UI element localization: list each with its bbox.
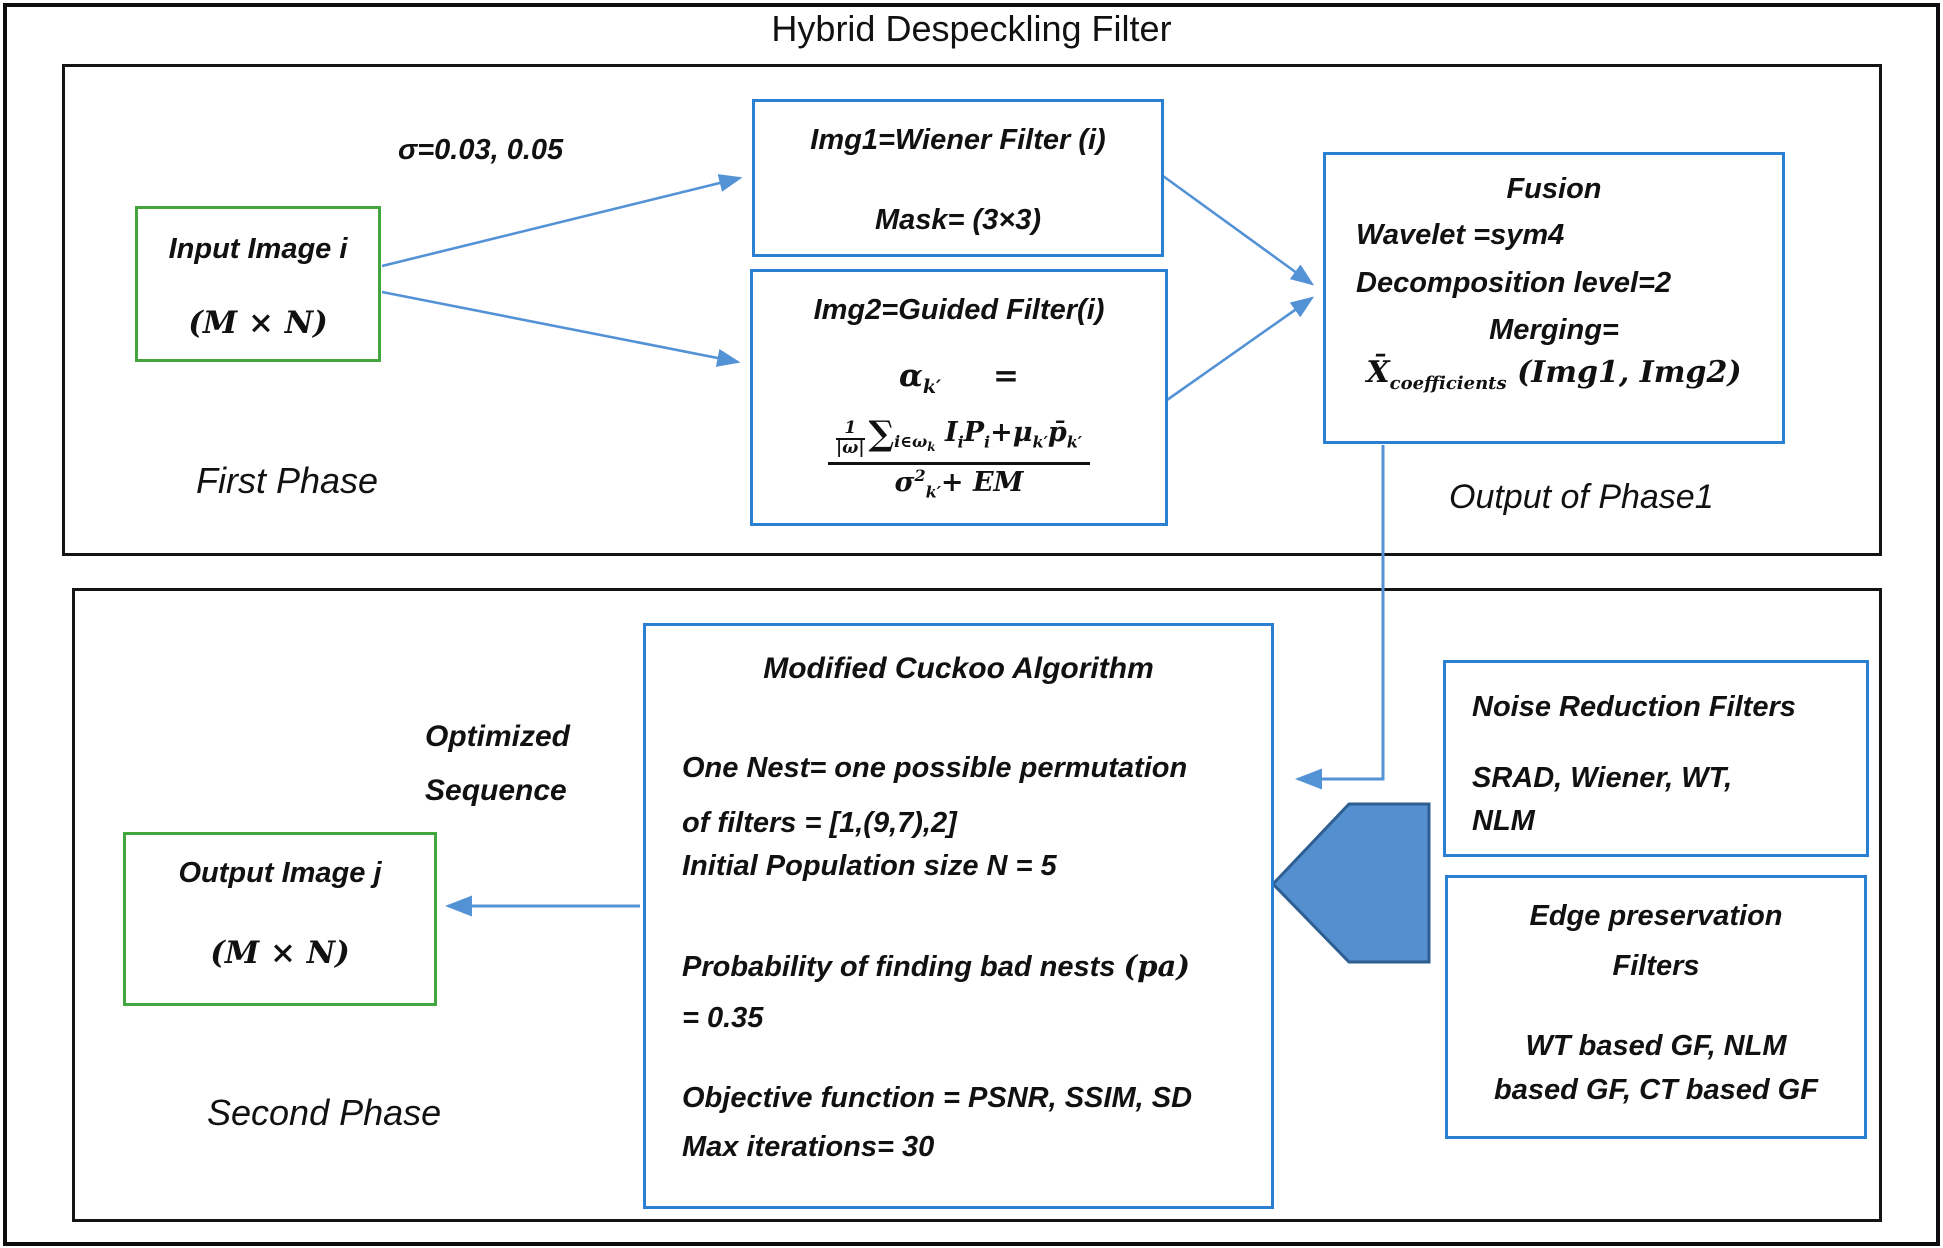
noise-title: Noise Reduction Filters [1472,691,1796,723]
cuckoo-algorithm-box: Modified Cuckoo Algorithm One Nest= one … [643,623,1274,1209]
edge-title1: Edge preservation [1529,900,1783,932]
first-phase-container [62,64,1882,556]
cuckoo-line7: Max iterations= 30 [682,1131,935,1163]
input-image-box: Input Image i (M × N) [135,206,381,362]
output-image-label: Output Image j [178,857,382,889]
second-phase-container [72,588,1882,1222]
guided-alpha-line: αk′ = [753,358,1165,397]
omega-fraction: 1|ω| [835,418,865,458]
cuckoo-line4: Probability of finding bad nests (pa) [682,949,1190,983]
formula-denominator: σ2k′+ EM [894,465,1024,502]
alpha-equals: = [993,358,1020,394]
arrow-input-to-wiener [381,174,743,268]
edge-line2: based GF, CT based GF [1494,1074,1818,1106]
output-of-phase1-label: Output of Phase1 [1449,478,1714,516]
alpha-subscript: k′ [922,376,942,399]
edge-preservation-box: Edge preservation Filters WT based GF, N… [1445,875,1867,1139]
fusion-title: Fusion [1506,173,1602,205]
diagram-title: Hybrid Despeckling Filter [771,8,1172,49]
fusion-decomposition: Decomposition level=2 [1356,267,1672,299]
fusion-merging: Merging= [1489,314,1619,346]
arrow-wiener-to-fusion [1162,174,1315,286]
guided-filter-box: Img2=Guided Filter(i) αk′ = 1|ω|∑i∈ωk IiP… [750,269,1168,526]
alpha-symbol: α [898,358,923,394]
wiener-filter-box: Img1=Wiener Filter (i) Mask= (3×3) [752,99,1164,257]
input-image-label: Input Image i [168,233,348,265]
sigma-label: σ=0.03, 0.05 [398,134,564,166]
cuckoo-line1: One Nest= one possible permutation [682,752,1188,784]
output-image-size: (M × N) [210,935,350,971]
cuckoo-line5: = 0.35 [682,1002,764,1034]
fusion-box: Fusion Wavelet =sym4 Decomposition level… [1323,152,1785,444]
pa-symbol: (pa) [1123,949,1190,983]
cuckoo-line3: Initial Population size N = 5 [682,850,1057,882]
second-phase-label: Second Phase [207,1092,442,1133]
xbar-subscript: coefficients [1389,373,1507,394]
cuckoo-title: Modified Cuckoo Algorithm [763,652,1154,685]
fusion-wavelet: Wavelet =sym4 [1356,219,1565,251]
sum-symbol: ∑ [868,414,895,454]
first-phase-label: First Phase [196,460,379,501]
input-image-size: (M × N) [188,305,328,341]
noise-line2: NLM [1472,805,1535,837]
optimized-label-line1: Optimized [425,720,571,753]
edge-line1: WT based GF, NLM [1525,1030,1787,1062]
arrow-fusion-to-cuckoo [1295,445,1385,790]
xbar-symbol: X̄ [1366,355,1390,390]
outer-frame [3,3,1940,1246]
formula-numerator: 1|ω|∑i∈ωk IiPi+μk′p̄k′ [827,414,1091,465]
noise-reduction-box: Noise Reduction Filters SRAD, Wiener, WT… [1443,660,1869,857]
sum-subscript: i∈ωk [894,432,936,455]
arrow-guided-to-fusion [1166,296,1315,402]
optimized-label-line2: Sequence [425,774,567,807]
arrow-input-to-guided [381,290,741,367]
fusion-xbar-line: X̄coefficients (Img1, Img2) [1326,355,1782,393]
cuckoo-line6: Objective function = PSNR, SSIM, SD [682,1082,1193,1114]
guided-formula: 1|ω|∑i∈ωk IiPi+μk′p̄k′ σ2k′+ EM [753,414,1165,502]
noise-line1: SRAD, Wiener, WT, [1472,762,1733,794]
edge-title2: Filters [1612,950,1700,982]
pentagon-arrow-icon [1270,802,1431,964]
fusion-args: (Img1, Img2) [1517,355,1742,390]
wiener-line2: Mask= (3×3) [874,204,1042,236]
output-image-box: Output Image j (M × N) [123,832,437,1006]
wiener-line1: Img1=Wiener Filter (i) [810,124,1106,156]
guided-title: Img2=Guided Filter(i) [813,294,1105,326]
cuckoo-line2: of filters = [1,(9,7),2] [682,807,957,839]
